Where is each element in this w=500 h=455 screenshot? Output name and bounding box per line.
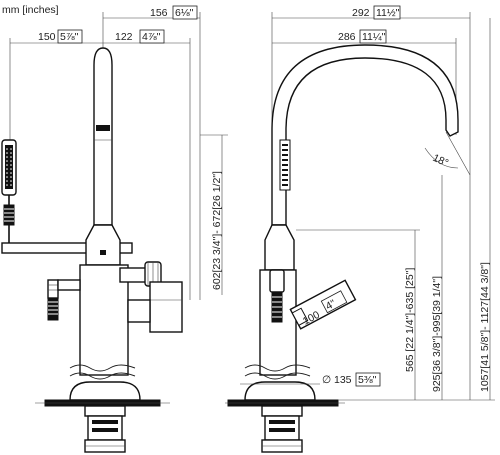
front-right-width-value: 122	[115, 31, 133, 43]
dim-front-right-width: 122 4⅞"	[103, 29, 191, 300]
side-angle-value: 18°	[431, 152, 450, 170]
dim-side-height-565: 565 [22 1/4"]-635 [25"]	[296, 229, 420, 400]
side-diameter-symbol: ∅	[322, 374, 331, 386]
side-inner-width-inches: 11¼"	[362, 31, 386, 43]
dim-side-height-925: 925[36 3/8"]-995[39 1/4"]	[431, 175, 443, 400]
side-outer-width-inches: 11½"	[376, 7, 400, 19]
front-height-value: 602[23 3/4"]- 672[26 1/2"]	[211, 171, 223, 290]
dim-front-top-width: 156 6⅛"	[102, 5, 201, 300]
side-inner-width-value: 286	[338, 31, 356, 43]
units-label: mm [inches]	[2, 4, 59, 16]
front-base	[35, 381, 170, 453]
side-diameter-value: 135	[334, 374, 352, 386]
dim-side-diameter: ∅ 135 5⅜"	[240, 372, 381, 387]
front-left-width-value: 150	[38, 31, 56, 43]
front-right-width-inches: 4⅞"	[142, 31, 161, 43]
hose-bar	[1, 242, 133, 254]
dim-side-inner-width: 286 11¼"	[272, 29, 457, 135]
handshower	[1, 139, 17, 243]
front-top-width-inches: 6⅛"	[175, 7, 194, 19]
front-left-width-inches: 5⅞"	[60, 31, 79, 43]
side-outer-width-value: 292	[352, 7, 370, 19]
side-diameter-inches: 5⅜"	[358, 374, 377, 386]
front-view: 156 6⅛" 150 5⅞" 122 4⅞" 602[23 3/4"]- 67…	[1, 5, 228, 453]
front-top-width-value: 156	[150, 7, 168, 19]
dim-side-angle: 18°	[424, 131, 471, 176]
side-height-1057-value: 1057[41 5/8"]- 1127[44 3/8"]	[479, 262, 491, 392]
side-gooseneck-spout	[271, 44, 459, 226]
front-body	[47, 224, 183, 380]
dim-side-outer-width: 292 11½"	[271, 5, 471, 175]
side-height-925-value: 925[36 3/8"]-995[39 1/4"]	[431, 276, 443, 392]
dim-side-height-1057: 1057[41 5/8"]- 1127[44 3/8"]	[338, 18, 495, 401]
side-view: 292 11½" 286 11¼"	[225, 5, 495, 453]
side-base	[225, 381, 345, 453]
dim-front-left-width: 150 5⅞"	[9, 29, 103, 140]
front-spout	[93, 47, 113, 226]
dim-front-height: 602[23 3/4"]- 672[26 1/2"]	[200, 134, 228, 295]
side-height-565-value: 565 [22 1/4"]-635 [25"]	[404, 268, 416, 372]
